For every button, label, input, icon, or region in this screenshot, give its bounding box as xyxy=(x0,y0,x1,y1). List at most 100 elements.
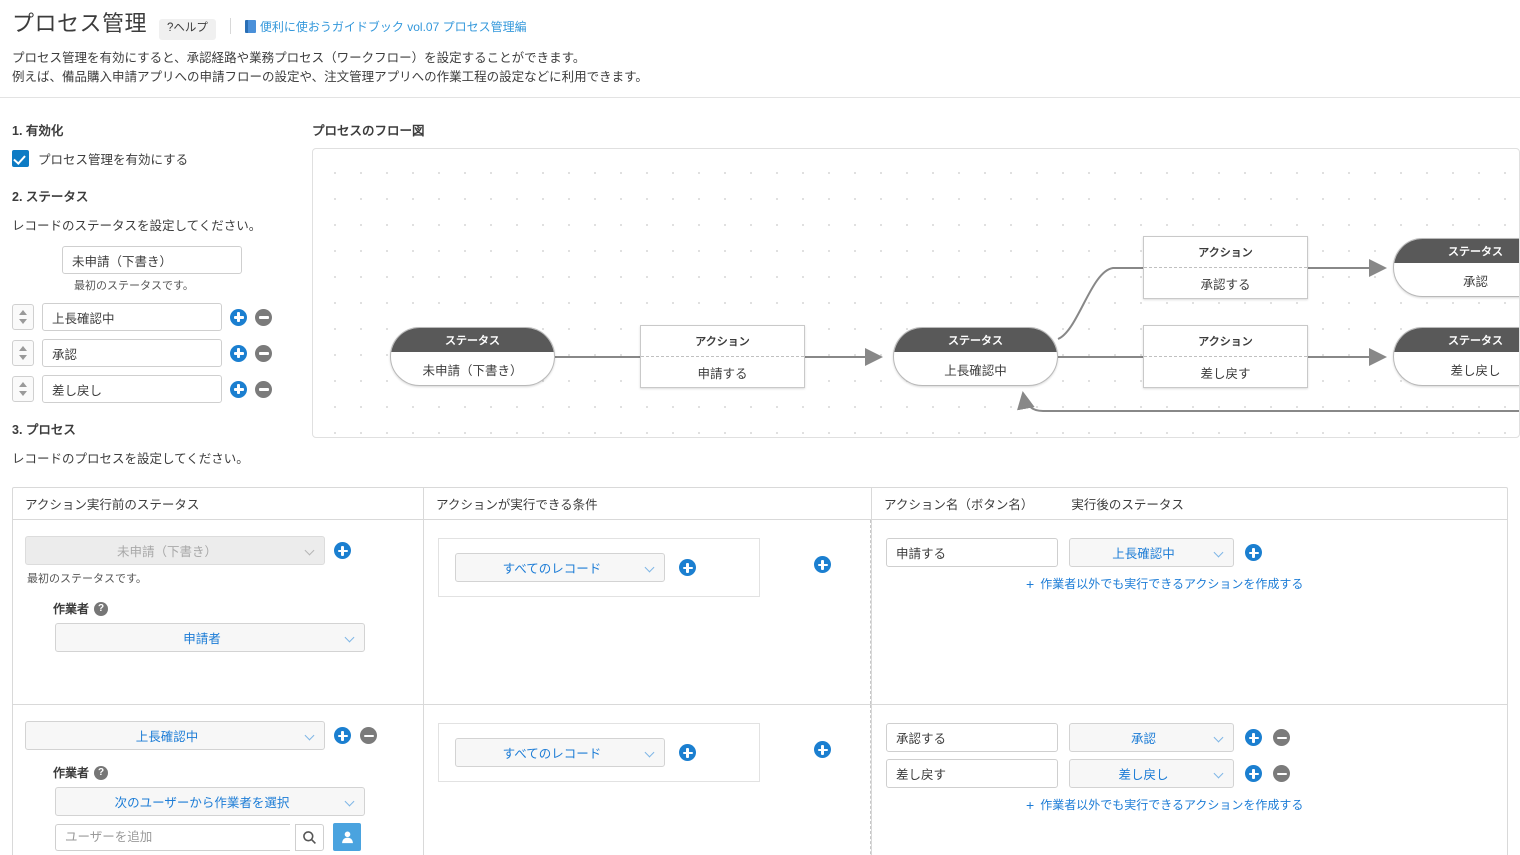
flow-node-label: 申請する xyxy=(641,357,804,387)
add-other-action-link[interactable]: + 作業者以外でも実行できるアクションを作成する xyxy=(1026,575,1507,592)
help-button[interactable]: ?ヘルプ xyxy=(159,19,216,40)
plus-circle-icon[interactable] xyxy=(230,345,247,362)
first-status-input[interactable] xyxy=(62,246,242,274)
page-description: プロセス管理を有効にすると、承認経路や業務プロセス（ワークフロー）を設定すること… xyxy=(12,49,1520,88)
user-icon[interactable] xyxy=(333,823,361,851)
minus-circle-icon[interactable] xyxy=(1273,729,1290,746)
sort-spinner-icon[interactable] xyxy=(12,376,34,402)
after-status-value: 上長確認中 xyxy=(1112,543,1175,562)
chevron-down-icon xyxy=(645,563,655,573)
minus-circle-icon[interactable] xyxy=(1273,765,1290,782)
action-name-input[interactable] xyxy=(886,759,1058,788)
flow-diagram-title: プロセスのフロー図 xyxy=(312,120,1520,139)
after-status-select[interactable]: 差し戻し xyxy=(1069,759,1234,788)
flow-node-caption: ステータス xyxy=(391,328,554,352)
user-search-input[interactable] xyxy=(55,824,290,851)
flow-action-node[interactable]: アクション 差し戻す xyxy=(1143,325,1308,388)
add-condition-group-button[interactable] xyxy=(814,556,831,573)
plus-circle-icon[interactable] xyxy=(1245,544,1262,561)
worker-mode-select[interactable]: 申請者 xyxy=(55,623,365,652)
plus-circle-icon[interactable] xyxy=(679,559,696,576)
plus-circle-icon[interactable] xyxy=(334,542,351,559)
question-mark-icon[interactable]: ? xyxy=(94,602,108,616)
page-title: プロセス管理 xyxy=(12,6,147,38)
enable-process-label: プロセス管理を有効にする xyxy=(38,149,188,168)
column-header-before-status: アクション実行前のステータス xyxy=(13,494,423,513)
flow-column: プロセスのフロー図 xyxy=(312,106,1520,438)
action-name-input[interactable] xyxy=(886,538,1058,567)
plus-circle-icon[interactable] xyxy=(1245,729,1262,746)
flow-status-node[interactable]: ステータス 承認 xyxy=(1393,238,1520,297)
description-line-1: プロセス管理を有効にすると、承認経路や業務プロセス（ワークフロー）を設定すること… xyxy=(12,49,1520,68)
status-input[interactable] xyxy=(42,303,222,331)
minus-circle-icon[interactable] xyxy=(255,345,272,362)
question-mark-icon[interactable]: ? xyxy=(94,766,108,780)
flow-node-label: 上長確認中 xyxy=(894,352,1057,386)
add-condition-group-button[interactable] xyxy=(814,741,831,758)
settings-column: 1. 有効化 プロセス管理を有効にする 2. ステータス レコードのステータスを… xyxy=(12,106,312,479)
search-icon[interactable] xyxy=(295,824,324,851)
guidebook-link[interactable]: 便利に使おうガイドブック vol.07 プロセス管理編 xyxy=(245,18,527,35)
status-input[interactable] xyxy=(42,375,222,403)
flow-action-node[interactable]: アクション 申請する xyxy=(640,325,805,388)
book-icon xyxy=(245,20,256,33)
enable-process-checkbox[interactable] xyxy=(12,150,29,167)
after-status-value: 承認 xyxy=(1131,728,1156,747)
action-cell: 承認 差し戻し + 作業者以外でも実行できるアクションを作成する xyxy=(871,705,1507,855)
before-status-cell: 未申請（下書き） 最初のステータスです。 作業者 ? 申請者 xyxy=(13,520,423,704)
flow-diagram-canvas[interactable]: ステータス 未申請（下書き） アクション 申請する ステータス 上長確認中 アク… xyxy=(312,148,1520,438)
worker-mode-select[interactable]: 次のユーザーから作業者を選択 xyxy=(55,787,365,816)
add-other-action-link[interactable]: + 作業者以外でも実行できるアクションを作成する xyxy=(1026,796,1507,813)
column-header-condition-cell: アクションが実行できる条件 xyxy=(423,488,871,519)
flow-node-label: 承認 xyxy=(1394,263,1520,297)
flow-node-caption: アクション xyxy=(1144,237,1307,268)
before-status-select[interactable]: 上長確認中 xyxy=(25,721,325,750)
condition-outer: すべてのレコード xyxy=(438,538,871,597)
table-row: 上長確認中 作業者 ? 次のユーザーから作業者を選択 xyxy=(13,705,1507,855)
enable-process-row: プロセス管理を有効にする xyxy=(12,149,312,168)
flow-node-label: 差し戻す xyxy=(1144,357,1307,387)
plus-circle-icon[interactable] xyxy=(230,309,247,326)
after-status-select[interactable]: 上長確認中 xyxy=(1069,538,1234,567)
minus-circle-icon[interactable] xyxy=(360,727,377,744)
condition-value: すべてのレコード xyxy=(503,743,602,762)
column-header-after-status: 実行後のステータス xyxy=(1059,494,1184,513)
status-list: 最初のステータスです。 xyxy=(12,246,312,403)
status-row xyxy=(12,303,312,331)
flow-action-node[interactable]: アクション 承認する xyxy=(1143,236,1308,299)
flow-node-caption: ステータス xyxy=(1394,239,1520,263)
status-row xyxy=(12,375,312,403)
plus-circle-icon[interactable] xyxy=(1245,765,1262,782)
sort-spinner-icon[interactable] xyxy=(12,340,34,366)
first-status-note: 最初のステータスです。 xyxy=(27,570,423,586)
plus-circle-icon[interactable] xyxy=(679,744,696,761)
condition-select[interactable]: すべてのレコード xyxy=(455,738,665,767)
plus-circle-icon[interactable] xyxy=(230,381,247,398)
chevron-down-icon xyxy=(1214,769,1224,779)
flow-node-label: 未申請（下書き） xyxy=(391,352,554,386)
sort-spinner-icon[interactable] xyxy=(12,304,34,330)
minus-circle-icon[interactable] xyxy=(255,309,272,326)
worker-label: 作業者 xyxy=(53,764,89,781)
flow-node-label: 承認する xyxy=(1144,268,1307,298)
section-2-title: 2. ステータス xyxy=(12,186,312,205)
flow-status-node[interactable]: ステータス 上長確認中 xyxy=(893,327,1058,386)
chevron-down-icon xyxy=(345,633,355,643)
worker-mode-value: 申請者 xyxy=(183,628,221,647)
flow-node-label: 差し戻し xyxy=(1394,352,1520,386)
plus-circle-icon[interactable] xyxy=(334,727,351,744)
minus-circle-icon[interactable] xyxy=(255,381,272,398)
action-name-input[interactable] xyxy=(886,723,1058,752)
column-header-action-name: アクション名（ボタン名） xyxy=(872,494,1033,513)
column-header-action-cell: アクション名（ボタン名） 実行後のステータス xyxy=(871,488,1507,519)
condition-divider xyxy=(870,705,871,855)
before-status-select: 未申請（下書き） xyxy=(25,536,325,565)
description-line-2: 例えば、備品購入申請アプリへの申請フローの設定や、注文管理アプリへの作業工程の設… xyxy=(12,68,1520,87)
status-input[interactable] xyxy=(42,339,222,367)
flow-status-node[interactable]: ステータス 未申請（下書き） xyxy=(390,327,555,386)
action-line: 承認 xyxy=(886,723,1507,752)
after-status-select[interactable]: 承認 xyxy=(1069,723,1234,752)
condition-select[interactable]: すべてのレコード xyxy=(455,553,665,582)
add-other-action-label: 作業者以外でも実行できるアクションを作成する xyxy=(1040,575,1303,592)
flow-status-node[interactable]: ステータス 差し戻し xyxy=(1393,327,1520,386)
